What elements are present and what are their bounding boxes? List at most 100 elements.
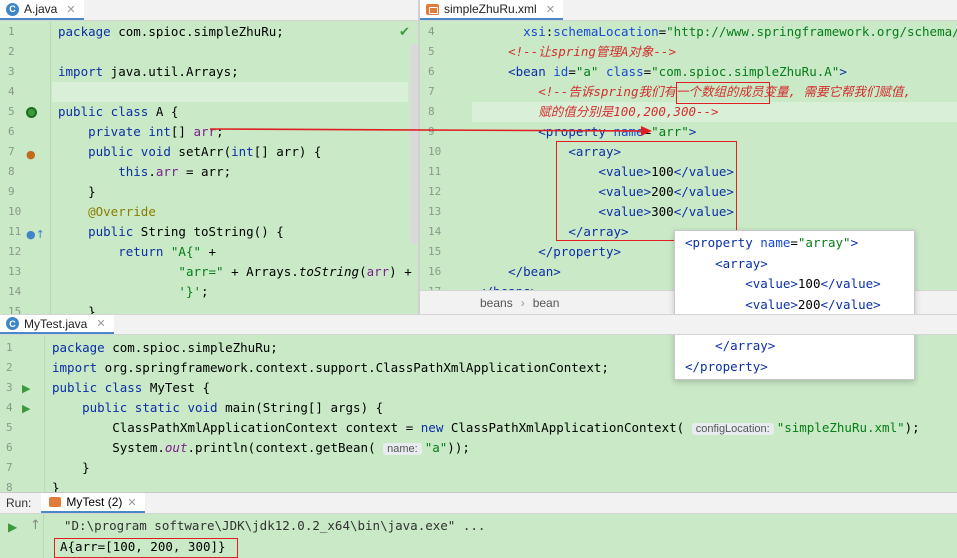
line-number: 4 [8,85,15,98]
code-line: </beans> [478,282,538,290]
run-config-icon [49,497,62,507]
code-line: 赋的值分别是100,200,300--> [538,104,719,119]
line-number: 5 [6,421,13,434]
code-line: <bean id="a" class="com.spioc.simpleZhuR… [508,64,847,79]
line-number: 8 [6,481,13,492]
line-number: 14 [8,285,22,298]
tab-label: MyTest.java [24,316,88,331]
line-number: 11 [8,225,22,238]
tab-label: simpleZhuRu.xml [444,2,537,16]
setter-icon[interactable]: ● [26,148,36,161]
code-line: } [52,460,90,475]
gutter-divider [50,22,51,314]
code-line: @Override [88,204,156,219]
line-number: 3 [8,65,15,78]
line-number: 2 [8,45,15,58]
run-tab[interactable]: MyTest (2) ✕ [41,493,145,513]
close-icon[interactable]: ✕ [96,318,106,330]
line-number: 16 [428,265,442,278]
run-tab-label: MyTest (2) [66,495,123,509]
tab-simplezhuru-xml[interactable]: simpleZhuRu.xml ✕ [420,0,563,20]
override-icon[interactable]: ●↑ [26,228,45,241]
gutter-divider [44,336,45,492]
line-number: 15 [8,305,22,314]
run-class-icon[interactable]: ▶ [22,382,31,395]
code-line: public static void main(String[] args) { [82,400,384,415]
code-line: this.arr = arr; [118,164,232,179]
close-icon[interactable]: ✕ [66,3,76,16]
line-number: 13 [8,265,22,278]
line-number: 2 [6,361,13,374]
a-java-editor[interactable]: 1 package com.spioc.simpleZhuRu; 2 3 import … [0,22,418,314]
popup-line: <value>200</value> [745,296,881,312]
run-sidebar: ▶ ↑ [0,514,44,558]
line-number: 8 [8,165,15,178]
code-line: public void setArr(int[] arr) { [88,144,322,159]
annotation-box-member-var [676,82,770,104]
tab-label: A.java [24,2,58,16]
tab-a-java[interactable]: C A.java ✕ [0,0,84,20]
line-number: 13 [428,205,442,218]
right-tabbar: simpleZhuRu.xml ✕ [420,0,957,21]
left-tabbar: C A.java ✕ [0,0,418,21]
vertical-scrollbar[interactable] [410,44,418,244]
line-number: 7 [8,145,15,158]
code-line: xsi:schemaLocation="http://www.springfra… [523,24,957,39]
annotation-box-output [54,538,238,558]
line-number: 1 [8,25,15,38]
popup-line: </array> [715,338,776,353]
close-icon[interactable]: ✕ [127,496,137,509]
line-number: 17 [428,285,441,290]
xml-editor[interactable]: 4 xsi:schemaLocation="http://www.springf… [420,22,957,290]
tab-mytest-java[interactable]: C MyTest.java ✕ [0,315,114,334]
code-line: <array> [568,144,621,159]
breadcrumb-item-bean[interactable]: bean [532,295,560,310]
code-line: </bean> [508,264,561,279]
line-number: 6 [428,65,435,78]
up-arrow-icon[interactable]: ↑ [30,518,41,533]
line-number: 6 [8,125,15,138]
code-line: return "A{" + [118,244,217,259]
chevron-right-icon: › [520,295,525,310]
xml-preview-popup: <property name="array"> <array> <value>1… [674,230,915,380]
line-number: 15 [428,245,442,258]
code-line: import java.util.Arrays; [58,64,239,79]
line-number: 8 [428,105,435,118]
run-toolbar: Run: MyTest (2) ✕ [0,492,957,514]
run-command: "D:\program software\JDK\jdk12.0.2_x64\b… [64,518,486,533]
spring-bean-icon[interactable] [26,106,37,121]
current-line-highlight [52,82,408,102]
run-label: Run: [6,496,32,510]
editor-splitter[interactable] [418,0,420,314]
line-number: 10 [428,145,442,158]
current-line-highlight [472,102,957,122]
popup-line: <array> [715,255,768,271]
run-console[interactable]: ▶ ↑ "D:\program software\JDK\jdk12.0.2_x… [0,514,957,558]
code-line: } [58,184,96,199]
breadcrumb-item-beans[interactable]: beans [480,295,513,310]
line-number: 1 [6,341,13,354]
close-icon[interactable]: ✕ [545,3,555,16]
line-number: 12 [428,185,442,198]
code-line: <value>100</value> [598,164,734,179]
line-number: 4 [428,25,435,38]
line-number: 7 [428,85,435,98]
annotation-box-array [556,141,737,241]
code-line: <property name="arr"> [538,124,697,139]
line-number: 5 [428,45,435,58]
code-line: private int[] arr; [88,124,224,139]
code-line: '}'; [178,284,209,299]
code-line: } [52,480,60,492]
line-number: 3 [6,381,13,394]
run-output: A{arr=[100, 200, 300]} [60,539,226,554]
code-line: package com.spioc.simpleZhuRu; [58,24,284,39]
line-number: 5 [8,105,15,118]
bottom-tabbar: C MyTest.java ✕ [0,314,957,335]
code-line: <value>300</value> [598,204,734,219]
code-line: import org.springframework.context.suppo… [52,360,609,375]
code-line: "arr=" + Arrays.toString(arr) + [178,264,412,279]
line-number: 14 [428,225,442,238]
run-main-icon[interactable]: ▶ [22,402,31,415]
rerun-icon[interactable]: ▶ [8,520,18,534]
